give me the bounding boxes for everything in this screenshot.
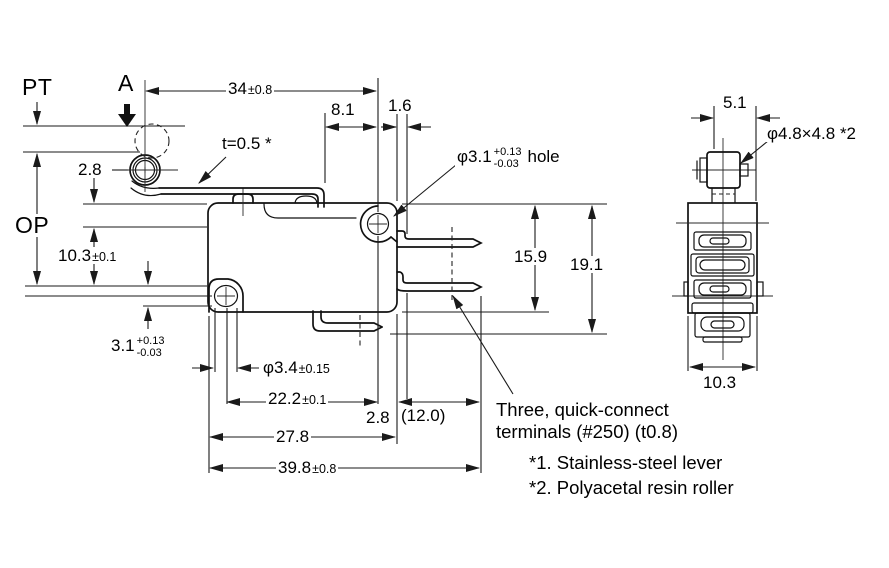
dim-5-1: 5.1	[721, 93, 749, 112]
dim-2-8-top: 2.8	[76, 160, 104, 179]
dim-3-1-hole-height: 3.1 +0.13-0.03	[109, 333, 167, 360]
hole-dia-label: φ3.1 +0.13-0.03 hole	[455, 144, 562, 171]
dim-3-4-hole-width: φ3.4±0.15	[261, 358, 332, 377]
dim-2-8-bottom: 2.8	[364, 408, 392, 427]
roller-lever	[130, 180, 325, 208]
dim-1-6: 1.6	[386, 96, 414, 115]
dim-22-2: 22.2±0.1	[266, 389, 329, 408]
operation-direction-arrow	[118, 104, 136, 127]
lever-thickness-leader	[198, 156, 227, 184]
roller-front	[120, 80, 178, 192]
pt-label: PT	[20, 74, 55, 100]
terminals-note-line1: Three, quick-connect	[494, 399, 671, 420]
lever-thickness-label: t=0.5 *	[220, 134, 274, 153]
terminals	[312, 227, 483, 347]
roller-free-position	[134, 123, 170, 159]
side-view	[672, 138, 773, 360]
dim-8-1: 8.1	[329, 100, 357, 119]
op-label: OP	[13, 212, 52, 238]
roller-leader	[740, 140, 769, 164]
dim-12-0: (12.0)	[399, 406, 448, 425]
terminals-leader	[452, 294, 514, 395]
dim-lever-span: 34±0.8	[226, 79, 275, 98]
dim-19-1: 19.1	[568, 255, 606, 274]
front-view	[120, 80, 483, 347]
dim-10-3-side: 10.3	[701, 373, 739, 392]
roller-size-label: φ4.8×4.8 *2	[765, 124, 859, 143]
dim-15-9: 15.9	[512, 247, 550, 266]
dim-39-8: 39.8±0.8	[276, 458, 339, 477]
footnote-lever: *1. Stainless-steel lever	[527, 452, 725, 473]
dim-10-3-vertical: 10.3±0.1	[56, 246, 119, 265]
hole-leader	[393, 159, 463, 217]
mounting-hole-bottom	[213, 284, 239, 308]
a-marker-label: A	[116, 70, 136, 96]
dim-27-8: 27.8	[274, 427, 312, 446]
footnote-roller: *2. Polyacetal resin roller	[527, 477, 736, 498]
terminals-note-line2: terminals (#250) (t0.8)	[494, 421, 680, 442]
mounting-hole-top	[366, 212, 390, 236]
